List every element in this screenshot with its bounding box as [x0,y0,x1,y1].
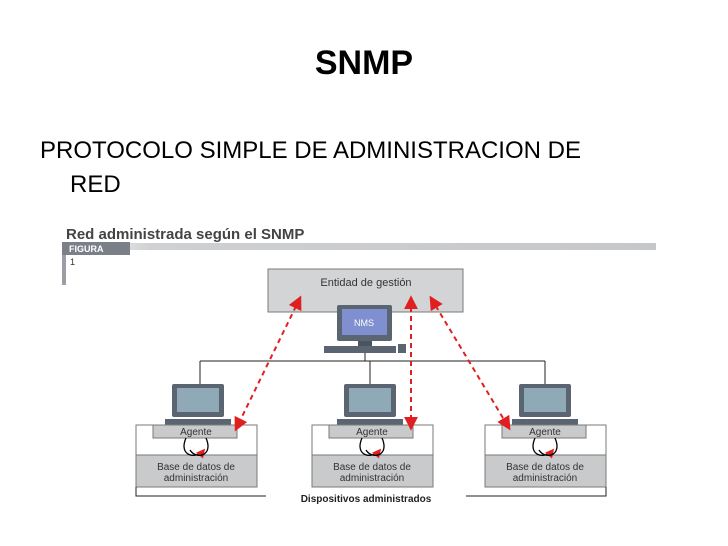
figure-tag-bar [62,242,130,255]
network-lines [199,353,546,385]
figure-side-bar [62,255,66,285]
agent-label-1: Agente [180,427,212,438]
agent-computer-icon-1 [165,384,231,426]
figure-tag: FIGURA [69,244,104,254]
nms-computer-icon [324,305,406,353]
snmp-arrow-3 [429,295,511,431]
figure-number: 1 [70,257,75,267]
bullet-line-1: PROTOCOLO SIMPLE DE ADMINISTRACION DE [40,137,581,164]
snmp-arrow-1 [234,295,302,432]
agent-mib-arrow-2b [365,437,385,456]
managed-devices-label-bg [266,491,466,503]
figure-header-rule [62,243,656,250]
agent-mib-arrows [183,437,558,459]
agent-computer-icon-2 [337,384,403,426]
mib-label-1-line-2: administración [164,473,228,484]
mib-label-1-line-1: Base de datos de [157,462,235,473]
slide-title: SNMP [314,44,414,82]
nms-label: NMS [354,318,374,328]
figure-caption: Red administrada según el SNMP [66,226,304,243]
agent-computer-icon-3 [512,384,578,426]
agent-mib-arrow-3 [532,437,555,459]
agent-label-2: Agente [356,427,388,438]
bullet-text: PROTOCOLO SIMPLE DE ADMINISTRACION DE RE… [40,134,680,202]
managed-devices-label: Dispositivos administrados [301,494,432,505]
bullet-line-2: RED [70,171,121,198]
agent-mib-arrow-1 [183,437,206,459]
agent-mib-arrow-1b [189,437,209,456]
snmp-arrows [234,295,511,432]
agent-label-3: Agente [529,427,561,438]
management-entity-label: Entidad de gestión [320,277,411,289]
mib-label-3-line-2: administración [513,473,577,484]
mib-label-3-line-1: Base de datos de [506,462,584,473]
agent-mib-arrow-3b [538,437,558,456]
mib-label-2-line-2: administración [340,473,404,484]
mib-label-2-line-1: Base de datos de [333,462,411,473]
agent-mib-arrow-2 [359,437,382,459]
